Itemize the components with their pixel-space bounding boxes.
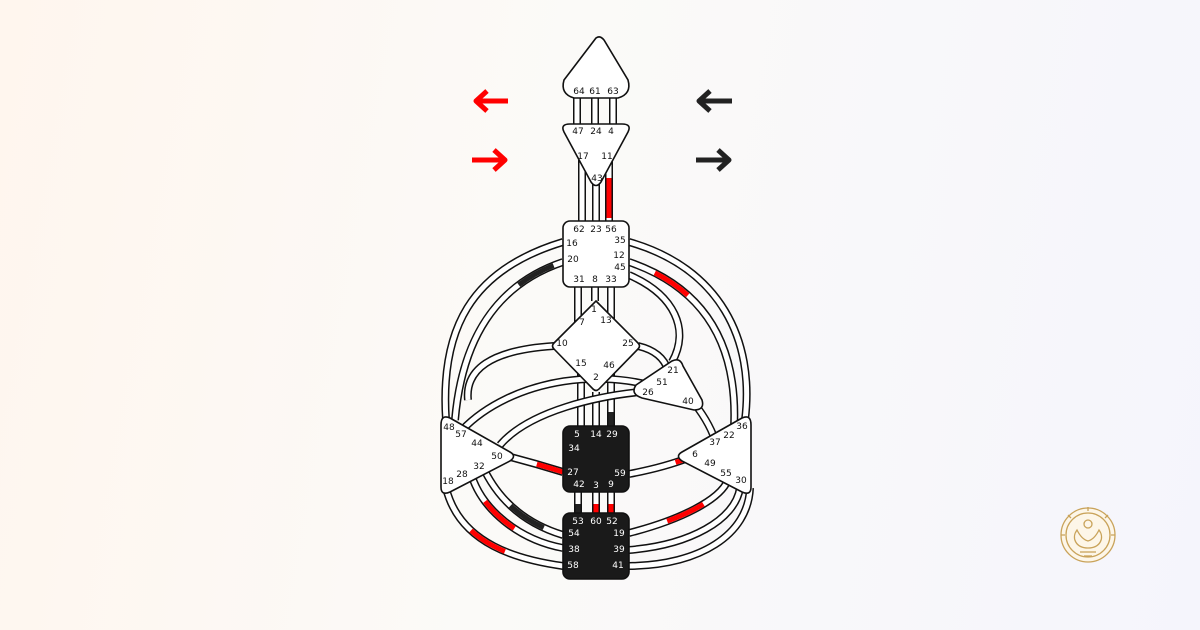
gate-46: 46: [603, 361, 615, 371]
channel-fill-ego-spleen-26: [498, 389, 641, 447]
gate-45: 45: [614, 263, 625, 273]
gate-28: 28: [456, 470, 468, 480]
g-center: [551, 299, 641, 392]
gate-2: 2: [593, 373, 599, 383]
channel-fill-throat-sp-35: [628, 239, 750, 421]
gate-52: 52: [606, 517, 617, 527]
gate-22: 22: [723, 431, 734, 441]
gate-31: 31: [573, 275, 584, 285]
activation-spleen-root-28: [467, 469, 564, 551]
gate-40: 40: [682, 397, 694, 407]
gate-24: 24: [590, 127, 602, 137]
gate-6: 6: [692, 450, 698, 460]
gate-16: 16: [566, 239, 578, 249]
gate-19: 19: [613, 529, 625, 539]
gate-36: 36: [736, 422, 748, 432]
gate-10: 10: [556, 339, 568, 349]
channel-fill-sp-root-41: [628, 487, 753, 569]
personality-top-arrow-icon: [696, 89, 732, 113]
activation-throat-sp-12: [628, 259, 737, 429]
channel-fill-throat-ego-45: [628, 272, 682, 364]
gate-34: 34: [568, 444, 580, 454]
gate-60: 60: [590, 517, 602, 527]
activation-throat-spleen-20: [452, 259, 564, 421]
gate-41: 41: [612, 561, 623, 571]
gate-62: 62: [573, 225, 584, 235]
gate-39: 39: [613, 545, 625, 555]
gate-14: 14: [590, 430, 602, 440]
gate-59: 59: [614, 469, 626, 479]
gate-7: 7: [579, 318, 585, 328]
ego-center: [633, 359, 704, 411]
personality-bottom-arrow-icon: [696, 148, 732, 172]
root-center: [562, 512, 630, 580]
gate-64: 64: [573, 87, 585, 97]
gate-56: 56: [605, 225, 617, 235]
channel-fill-throat-spleen-16: [442, 239, 564, 421]
gate-17: 17: [577, 152, 588, 162]
design-top-arrow-icon: [473, 89, 508, 113]
gate-61: 61: [589, 87, 600, 97]
spleen-center: [440, 416, 515, 494]
gate-20: 20: [567, 255, 579, 265]
activation-sp-root-19: [628, 478, 731, 536]
gate-5: 5: [574, 430, 580, 440]
gate-44: 44: [471, 439, 483, 449]
gate-1: 1: [591, 305, 597, 315]
channel-fill-g-spleen-10: [465, 343, 555, 401]
gate-47: 47: [572, 127, 583, 137]
gate-12: 12: [613, 251, 624, 261]
gate-58: 58: [567, 561, 579, 571]
head-center: [562, 36, 630, 99]
gate-13: 13: [600, 316, 611, 326]
throat-center: [562, 220, 630, 288]
channel-fill-sp-root-39: [628, 487, 743, 553]
gate-33: 33: [605, 275, 616, 285]
gate-35: 35: [614, 236, 625, 246]
gate-26: 26: [642, 388, 654, 398]
gate-51: 51: [656, 378, 667, 388]
activation-spleen-sacral-50: [502, 452, 564, 475]
gate-9: 9: [608, 480, 614, 490]
gate-49: 49: [704, 459, 716, 469]
solar-plexus-center: [677, 416, 752, 494]
gate-25: 25: [622, 339, 633, 349]
gate-50: 50: [491, 452, 503, 462]
gate-57: 57: [455, 430, 466, 440]
gate-54: 54: [568, 529, 580, 539]
lotus-figure-logo-icon: [1060, 507, 1116, 563]
gate-30: 30: [735, 476, 747, 486]
gate-48: 48: [443, 423, 455, 433]
design-bottom-arrow-icon: [472, 148, 508, 172]
gate-23: 23: [590, 225, 601, 235]
gate-29: 29: [606, 430, 618, 440]
channel-spleen-root-32: [478, 463, 565, 539]
gate-55: 55: [720, 469, 731, 479]
activation-spleen-root-18: [443, 487, 564, 569]
gate-18: 18: [442, 477, 454, 487]
gate-63: 63: [607, 87, 618, 97]
gate-11: 11: [601, 152, 612, 162]
sacral-center: [562, 425, 630, 493]
gate-15: 15: [575, 359, 586, 369]
gate-4: 4: [608, 127, 614, 137]
gate-3: 3: [593, 481, 599, 491]
ajna-center: [562, 123, 630, 187]
gate-53: 53: [572, 517, 583, 527]
gate-8: 8: [592, 275, 598, 285]
gate-38: 38: [568, 545, 580, 555]
gate-37: 37: [709, 438, 720, 448]
gate-27: 27: [567, 468, 578, 478]
activation-spleen-root-32: [479, 463, 564, 538]
gate-43: 43: [591, 174, 602, 184]
gate-21: 21: [667, 366, 678, 376]
gate-42: 42: [573, 480, 584, 490]
channel-fill-spleen-root-32: [479, 463, 564, 538]
gate-32: 32: [473, 462, 484, 472]
